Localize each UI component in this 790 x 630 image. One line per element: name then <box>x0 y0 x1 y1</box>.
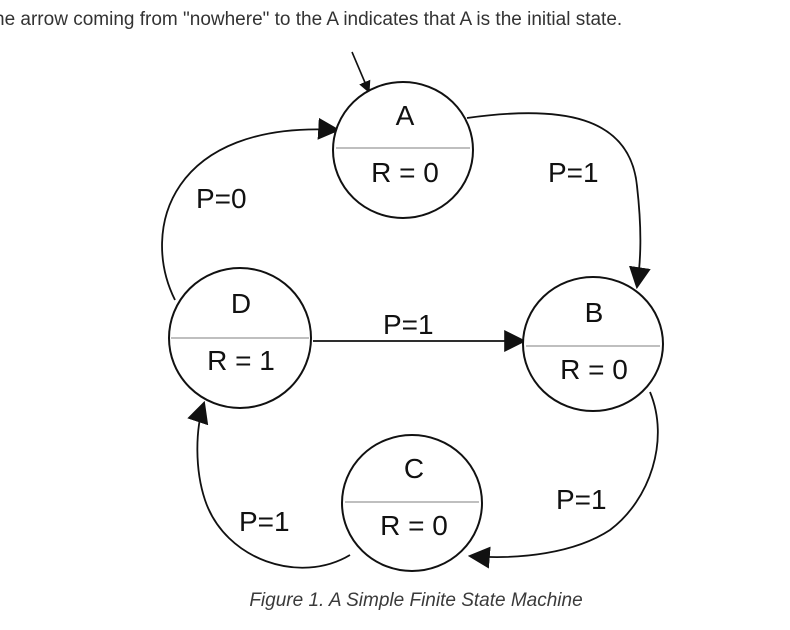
figure-caption: Figure 1. A Simple Finite State Machine <box>249 590 583 611</box>
state-d-output: R = 1 <box>207 345 275 376</box>
state-b-name: B <box>585 297 604 328</box>
state-b: B R = 0 <box>522 276 664 412</box>
state-c: C R = 0 <box>341 434 483 572</box>
state-a-output: R = 0 <box>371 157 439 188</box>
edge-label-d-to-a: P=0 <box>196 183 247 214</box>
state-c-circle <box>341 434 483 572</box>
intro-text: he arrow coming from "nowhere" to the A … <box>0 9 623 30</box>
state-d: D R = 1 <box>168 267 312 409</box>
edge-c-to-d <box>187 400 351 569</box>
edge-label-a-to-b: P=1 <box>548 157 599 188</box>
state-a: A R = 0 <box>332 81 474 219</box>
edge-a-to-b <box>466 112 651 290</box>
edge-b-to-c <box>467 391 659 569</box>
edge-d-to-a <box>161 117 341 301</box>
edge-label-b-to-c: P=1 <box>556 484 607 515</box>
state-c-output: R = 0 <box>380 510 448 541</box>
state-d-name: D <box>231 288 251 319</box>
state-b-circle <box>522 276 664 412</box>
edge-label-c-to-d: P=1 <box>239 506 290 537</box>
edge-label-d-to-b: P=1 <box>383 309 434 340</box>
state-a-circle <box>332 81 474 219</box>
state-b-output: R = 0 <box>560 354 628 385</box>
initial-state-arrow <box>351 51 371 94</box>
state-a-name: A <box>396 100 415 131</box>
state-c-name: C <box>404 453 424 484</box>
